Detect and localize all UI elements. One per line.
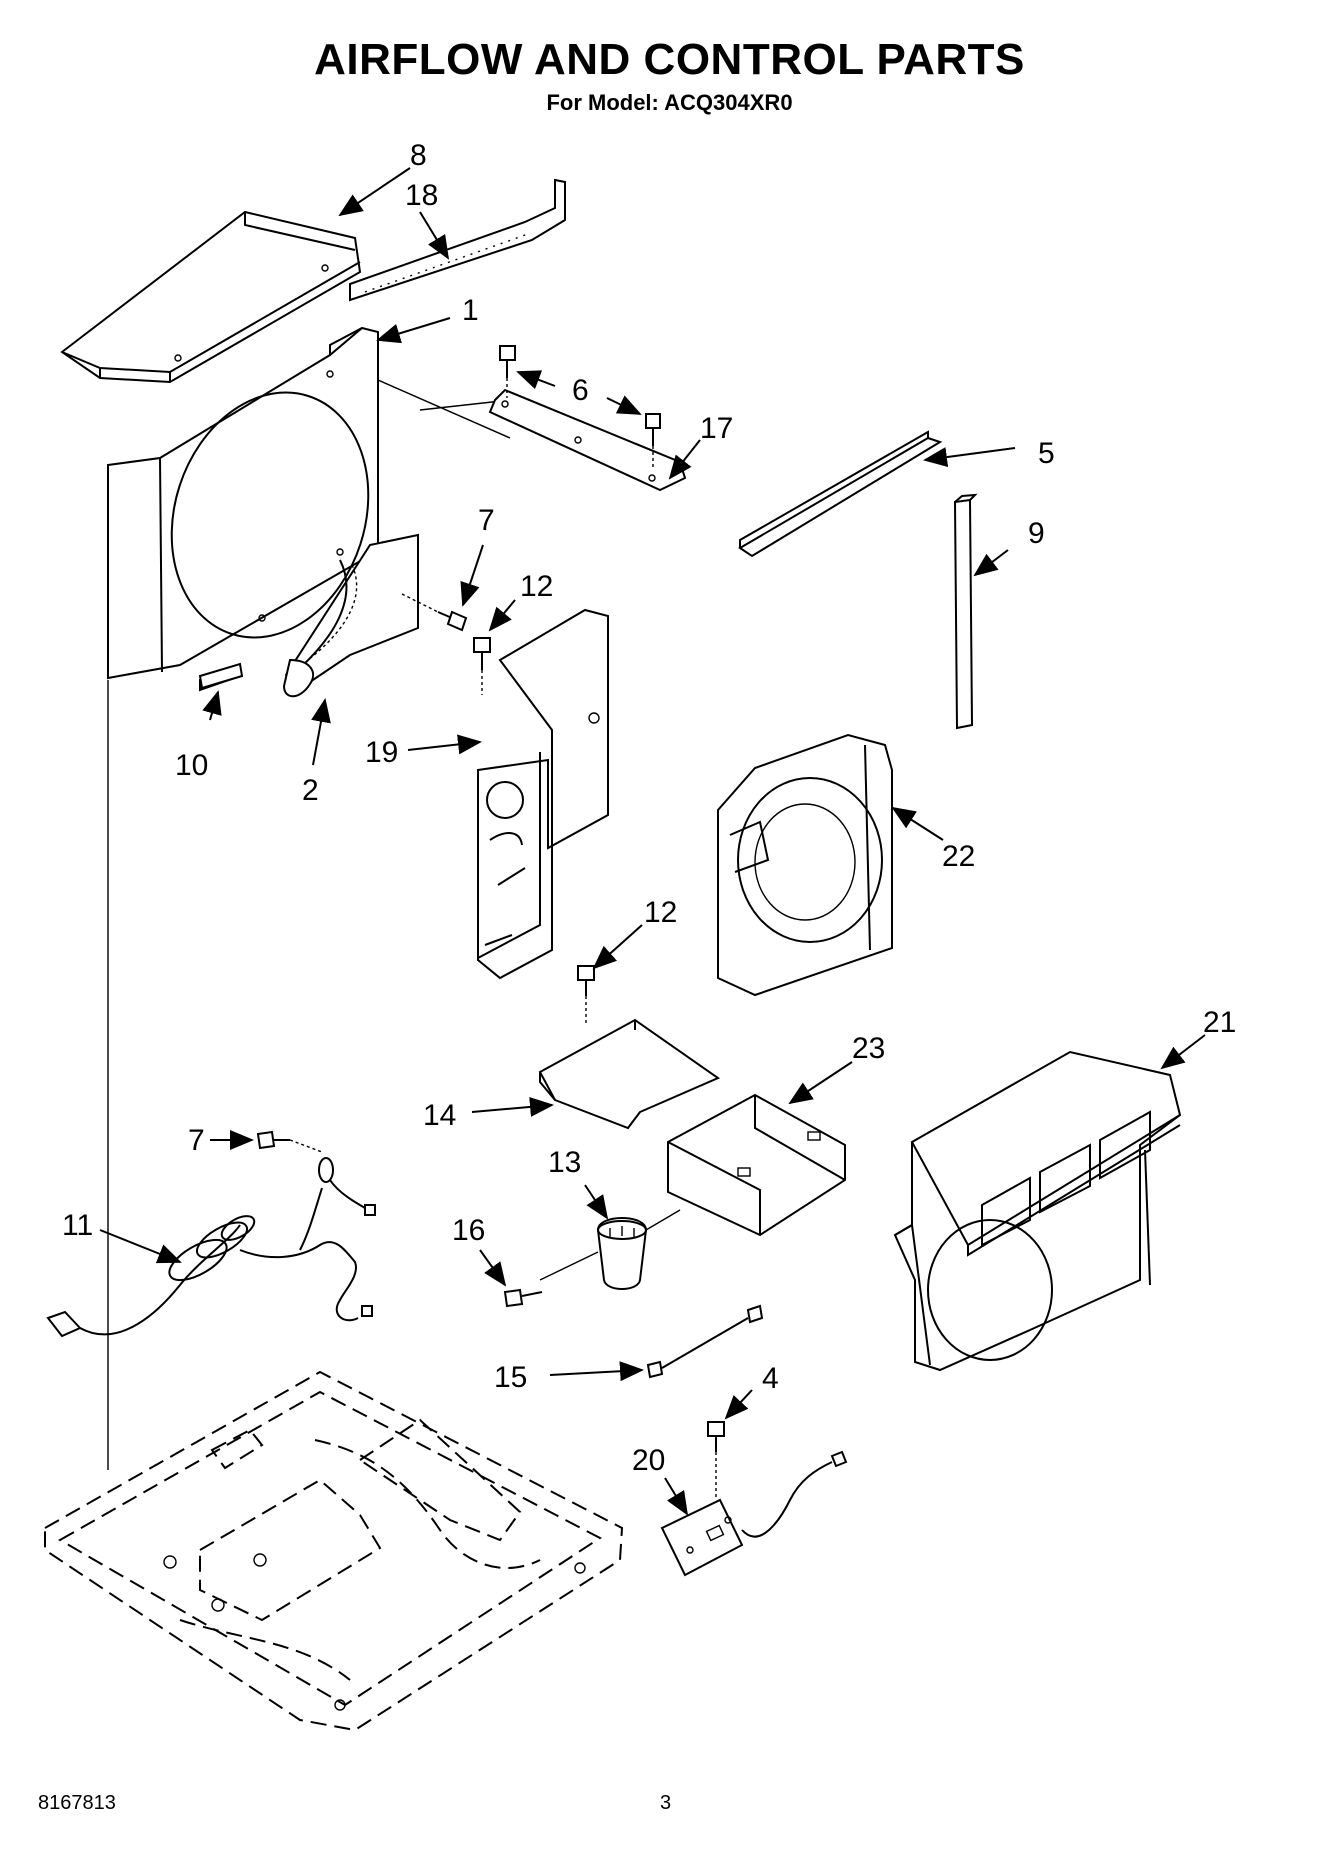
callout-18: 18 — [405, 179, 438, 212]
callout-16: 16 — [452, 1214, 485, 1247]
callout-4: 4 — [762, 1362, 779, 1395]
callout-17: 17 — [700, 412, 733, 445]
callout-22: 22 — [942, 840, 975, 873]
part-2-fan-shroud-segment — [282, 533, 419, 698]
part-20-control-board — [660, 1450, 848, 1577]
part-7-screw-lower — [256, 1130, 323, 1153]
callout-1: 1 — [462, 294, 479, 327]
base-pan — [44, 680, 624, 1732]
callout-2: 2 — [302, 774, 319, 807]
callout-10: 10 — [175, 749, 208, 782]
callout-5: 5 — [1038, 437, 1055, 470]
callout-20: 20 — [632, 1444, 665, 1477]
callout-7-upper: 7 — [478, 504, 495, 537]
part-8-top-panel — [60, 210, 362, 384]
callout-9: 9 — [1028, 517, 1045, 550]
callout-23: 23 — [852, 1032, 885, 1065]
part-11-power-cord — [46, 1157, 376, 1338]
callout-labels: 8 18 1 6 17 5 9 7 12 10 2 19 22 12 21 23… — [62, 139, 1236, 1477]
part-7-screw-upper — [401, 593, 468, 632]
part-21-front-panel — [893, 1050, 1182, 1372]
part-16-screw — [503, 1288, 543, 1308]
part-19-control-bracket — [477, 608, 609, 980]
page-number: 3 — [660, 1792, 672, 1814]
callout-19: 19 — [365, 736, 398, 769]
part-18-seal-strip — [349, 178, 566, 302]
callout-13: 13 — [548, 1146, 581, 1179]
part-14-mounting-plate — [538, 1018, 721, 1130]
page-title: AIRFLOW AND CONTROL PARTS — [314, 35, 1025, 84]
callout-12-upper: 12 — [520, 570, 553, 603]
callout-8: 8 — [410, 139, 427, 172]
part-5-seal-strip — [738, 430, 943, 558]
callout-21: 21 — [1203, 1006, 1236, 1039]
part-15-jumper-wire — [646, 1304, 764, 1379]
leader-lines — [99, 167, 1206, 1516]
model-subtitle: For Model: ACQ304XR0 — [546, 90, 793, 115]
callout-12-lower: 12 — [644, 896, 677, 929]
part-12-screw-lower — [577, 965, 595, 1025]
document-number: 8167813 — [38, 1792, 116, 1814]
part-12-screw-upper — [473, 637, 491, 695]
callout-7-lower: 7 — [188, 1124, 205, 1157]
part-1-condenser-shroud — [107, 326, 511, 692]
part-23-control-box — [667, 1093, 846, 1237]
callout-11: 11 — [62, 1209, 93, 1242]
callout-14: 14 — [423, 1099, 456, 1132]
part-9-vertical-strip — [953, 493, 978, 730]
callout-6: 6 — [572, 374, 589, 407]
part-22-blower-housing — [717, 733, 893, 997]
callout-15: 15 — [494, 1361, 527, 1394]
part-6-screws — [499, 345, 661, 470]
part-13-capacitor — [539, 1209, 681, 1290]
part-4-screw — [707, 1421, 725, 1500]
part-10-small-bracket — [198, 662, 244, 690]
